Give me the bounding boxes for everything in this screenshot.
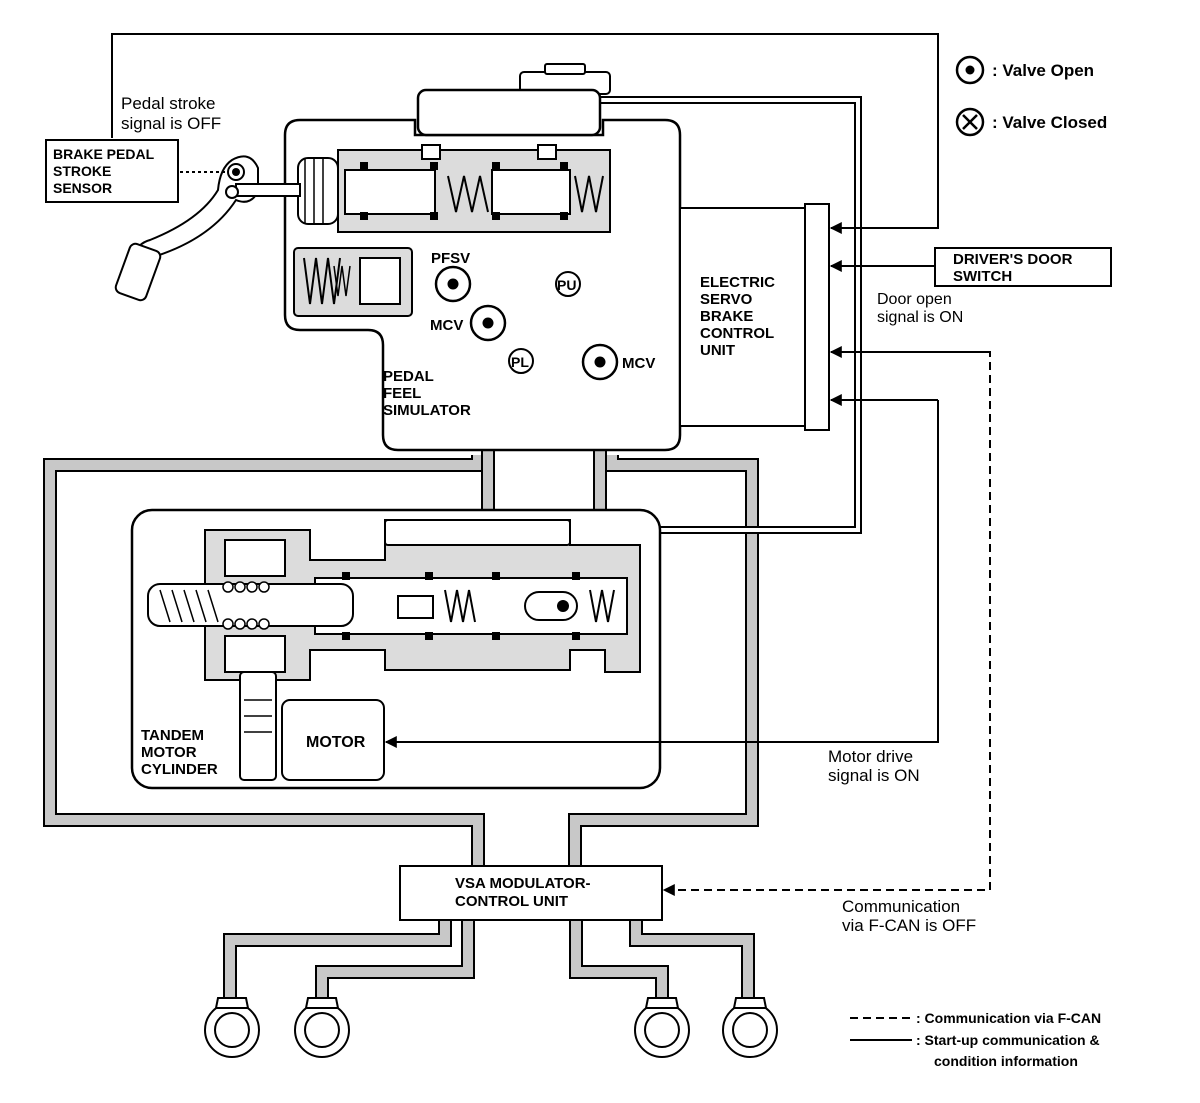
tmc-line-1: TANDEM: [141, 727, 204, 744]
signal-lines: [111, 33, 991, 896]
ecu-label-line-5: UNIT: [700, 342, 735, 359]
pedal-stroke-annotation: Pedal stroke signal is OFF: [121, 94, 221, 133]
pfsv-label: PFSV: [431, 250, 470, 267]
ecu-label-line-4: CONTROL: [700, 325, 774, 342]
stroke-sensor-line-1: BRAKE PEDAL: [53, 146, 155, 162]
ecu-label: ELECTRIC SERVO BRAKE CONTROL UNIT: [700, 274, 779, 359]
legend-fcan-label: : Communication via F-CAN: [916, 1010, 1101, 1026]
legend: : Valve Open : Valve Closed : Communicat…: [850, 55, 1107, 1069]
stroke-sensor-label: BRAKE PEDAL STROKE SENSOR: [53, 146, 158, 196]
door-open-line-2: signal is ON: [877, 309, 963, 326]
wheel-brake-2: [294, 997, 350, 1058]
door-switch-label: DRIVER'S DOOR SWITCH: [953, 251, 1077, 285]
wheel-brake-1: [204, 997, 260, 1058]
tmc-line-3: CYLINDER: [141, 761, 218, 778]
stroke-sensor-line-2: STROKE: [53, 163, 111, 179]
motor-drive-line-1: Motor drive: [828, 747, 913, 766]
mcv-right-label: MCV: [622, 355, 655, 372]
motor: MOTOR: [281, 699, 385, 781]
tandem-motor-cylinder-label: TANDEM MOTOR CYLINDER: [141, 727, 218, 778]
motor-drive-line: [384, 400, 939, 748]
legend-valve-closed-label: : Valve Closed: [992, 113, 1107, 132]
communication-line-2: via F-CAN is OFF: [842, 916, 976, 935]
motor-drive-annotation: Motor drive signal is ON: [828, 747, 920, 785]
legend-valve-open: : Valve Open: [955, 55, 1094, 85]
master-cylinder-housing: [283, 63, 682, 452]
legend-startup-line-1: : Start-up communication &: [916, 1032, 1100, 1048]
valves: PFSV MCV MCV PU PL: [430, 250, 655, 381]
fcan-line: [662, 351, 991, 896]
vsa-label-line-2: CONTROL UNIT: [455, 893, 568, 910]
electric-servo-brake-control-unit: ELECTRIC SERVO BRAKE CONTROL UNIT: [679, 203, 830, 431]
pfs-line-2: FEEL: [383, 385, 421, 402]
pfs-line-3: SIMULATOR: [383, 402, 471, 419]
legend-valve-open-label: : Valve Open: [992, 61, 1094, 80]
vsa-label: VSA MODULATOR- CONTROL UNIT: [455, 875, 595, 910]
pedal-feel-simulator-label: PEDAL FEEL SIMULATOR: [383, 368, 471, 419]
ecu-label-line-3: BRAKE: [700, 308, 753, 325]
drivers-door-switch: DRIVER'S DOOR SWITCH: [934, 247, 1112, 287]
wheel-brakes: [204, 997, 778, 1058]
pfs-line-1: PEDAL: [383, 368, 434, 385]
stroke-sensor-line-3: SENSOR: [53, 180, 112, 196]
door-open-line-1: Door open: [877, 291, 952, 308]
wheel-brake-4: [722, 997, 778, 1058]
door-open-annotation: Door open signal is ON: [877, 291, 963, 326]
stroke-signal-line: [111, 33, 939, 234]
pedal-stroke-line-1: Pedal stroke: [121, 94, 216, 113]
communication-line-1: Communication: [842, 897, 960, 916]
tmc-line-2: MOTOR: [141, 744, 197, 761]
legend-startup-line-2: condition information: [934, 1053, 1078, 1069]
pl-sensor: PL: [508, 348, 534, 374]
pedal-stroke-line-2: signal is OFF: [121, 114, 221, 133]
legend-startup-label: : Start-up communication & condition inf…: [916, 1032, 1103, 1069]
motor-drive-line-2: signal is ON: [828, 766, 920, 785]
legend-fcan: : Communication via F-CAN: [850, 1010, 1101, 1026]
legend-startup: : Start-up communication & condition inf…: [850, 1032, 1103, 1069]
pfsv-valve: PFSV: [431, 250, 472, 303]
ecu-label-line-2: SERVO: [700, 291, 753, 308]
door-switch-line-1: DRIVER'S DOOR: [953, 251, 1073, 268]
mcv-valve-left: MCV: [430, 304, 507, 342]
brake-pedal-stroke-sensor: BRAKE PEDAL STROKE SENSOR: [45, 139, 179, 203]
ecu-label-line-1: ELECTRIC: [700, 274, 775, 291]
vsa-label-line-1: VSA MODULATOR-: [455, 875, 591, 892]
pl-label: PL: [511, 354, 529, 370]
tandem-motor-cylinder: [130, 508, 662, 790]
motor-label: MOTOR: [306, 734, 366, 751]
vsa-modulator-control-unit: VSA MODULATOR- CONTROL UNIT: [399, 865, 663, 921]
door-switch-line-2: SWITCH: [953, 268, 1012, 285]
mcv-valve-right: MCV: [581, 343, 655, 381]
wheel-brake-3: [634, 997, 690, 1058]
pu-label: PU: [557, 277, 576, 293]
pu-sensor: PU: [555, 271, 581, 297]
communication-annotation: Communication via F-CAN is OFF: [842, 897, 976, 935]
mcv-left-label: MCV: [430, 317, 463, 334]
brake-pedal[interactable]: [114, 155, 301, 302]
pedal-feel-simulator: [293, 247, 413, 317]
legend-valve-closed: : Valve Closed: [955, 107, 1107, 137]
